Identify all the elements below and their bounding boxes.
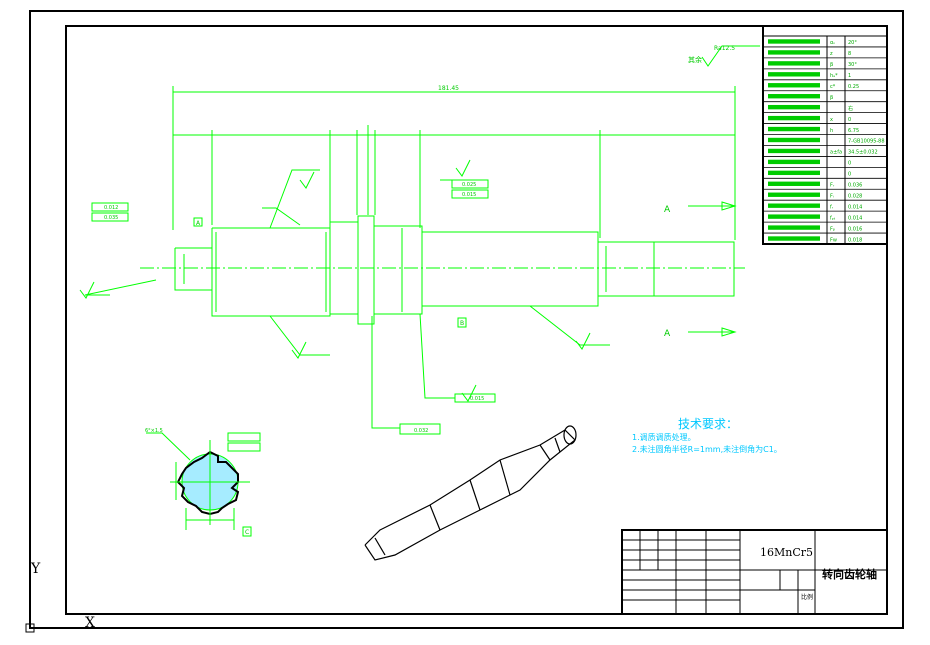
param-label-block	[768, 181, 820, 186]
axis-x-label: X	[85, 615, 95, 631]
axis-y-label: Y	[30, 561, 41, 577]
param-symbol: Fᵦ	[830, 226, 835, 232]
section-mark-top: A	[664, 205, 671, 215]
param-label-block	[768, 39, 820, 44]
param-value: 0.036	[848, 183, 862, 189]
param-symbol: β	[830, 62, 833, 68]
param-label-block	[768, 126, 820, 132]
svg-text:其余: 其余	[688, 55, 702, 64]
section-mark-bottom: A	[664, 329, 671, 339]
param-value: 6.75	[848, 128, 859, 134]
param-value: 0.028	[848, 193, 862, 199]
param-label-block	[768, 214, 820, 219]
param-symbol: Fᵢ	[830, 193, 834, 199]
isometric-shaft-sketch	[364, 425, 577, 561]
param-symbol: c*	[830, 84, 836, 90]
roughness-note: Ra12.5	[714, 45, 735, 52]
param-symbol: Fᵣ	[830, 183, 835, 189]
param-symbol: z	[830, 51, 833, 57]
param-label-block	[768, 192, 820, 197]
param-label-block	[768, 61, 820, 66]
material-label: 16MnCr5	[760, 546, 813, 559]
part-name: 转向齿轮轴	[822, 567, 877, 581]
tol-value-6: 0.032	[414, 428, 428, 434]
param-value: 0.018	[848, 237, 862, 243]
param-label-block	[768, 50, 820, 55]
param-value: 1	[848, 73, 851, 79]
param-value: 0	[848, 117, 851, 123]
ucs-axis-icon: Y X	[25, 561, 95, 633]
param-label-block	[768, 83, 820, 88]
roughness-leaders	[79, 159, 610, 402]
param-label-block	[768, 236, 820, 241]
param-symbol: a±fa	[830, 150, 842, 156]
param-label-block	[768, 159, 820, 165]
tol-value-1: 0.025	[462, 182, 476, 188]
param-symbol: αₙ	[830, 40, 835, 46]
param-value: 20°	[848, 40, 857, 46]
param-value: 8	[848, 51, 851, 57]
param-symbol: fᵣ	[830, 204, 834, 210]
segment-dimensions	[173, 125, 735, 238]
param-symbol: fₚₜ	[830, 215, 836, 221]
tol-value-4: 0.035	[104, 215, 118, 221]
param-value: 右	[848, 105, 853, 112]
param-label-block	[768, 104, 820, 110]
param-value: 0.25	[848, 84, 859, 90]
param-label-block	[768, 72, 820, 77]
param-symbol: Fw	[830, 237, 837, 243]
datum-markers: A B C	[193, 217, 467, 537]
param-label-block	[768, 137, 820, 143]
tol-value-3: 0.012	[104, 205, 118, 211]
param-label-block	[768, 225, 820, 230]
technical-requirements: 技术要求： 1.调质调质处理。 2.未注圆角半径R=1mm,未注倒角为C1。	[632, 417, 782, 454]
param-symbol: x	[830, 117, 833, 123]
param-label-block	[768, 115, 820, 121]
overall-dimension: 181.45	[172, 85, 736, 240]
param-label-block	[768, 148, 820, 154]
tolerance-frames: 0.025 0.015 0.012 0.035 0.015 0.032	[91, 179, 496, 435]
spline-note: 6°×1.5	[145, 428, 163, 434]
param-value: 0.016	[848, 226, 862, 232]
param-value: 34.5±0.032	[848, 150, 878, 156]
inner-frame	[65, 25, 888, 615]
param-label-block	[768, 170, 820, 176]
section-marks: A A	[664, 201, 737, 339]
tech-note-2: 2.未注圆角半径R=1mm,未注倒角为C1。	[632, 444, 782, 454]
param-label-block	[768, 203, 820, 208]
tol-value-5: 0.015	[470, 396, 484, 402]
param-value: 0	[848, 172, 851, 178]
param-symbol: hₐ*	[830, 73, 838, 79]
param-value: 30°	[848, 62, 857, 68]
param-symbol: h	[830, 128, 833, 134]
tol-value-2: 0.015	[462, 192, 476, 198]
tech-note-1: 1.调质调质处理。	[632, 432, 696, 442]
datum-b: B	[460, 320, 464, 327]
shaft-front-view	[140, 215, 745, 325]
param-value: 0	[848, 161, 851, 167]
datum-c: C	[245, 529, 249, 536]
outer-frame	[29, 10, 904, 629]
param-symbol: β	[830, 95, 833, 101]
datum-a: A	[196, 220, 201, 227]
tech-title: 技术要求：	[678, 417, 738, 431]
general-roughness-symbol: 其余 Ra12.5	[688, 45, 760, 67]
overall-length: 181.45	[438, 85, 459, 92]
title-block	[621, 529, 888, 615]
param-value: 7-GB10095-88	[848, 139, 885, 145]
scale-label: 比例	[801, 593, 813, 601]
param-value: 0.014	[848, 215, 862, 221]
param-label-block	[768, 94, 820, 99]
param-value: 0.014	[848, 204, 862, 210]
spline-section-view: 6°×1.5	[145, 428, 261, 530]
params-table: αₙ 20° z 8 β 30° hₐ* 1 c* 0.25 β 右 x 0 h 6.75 7-GB10095-…	[762, 25, 888, 245]
